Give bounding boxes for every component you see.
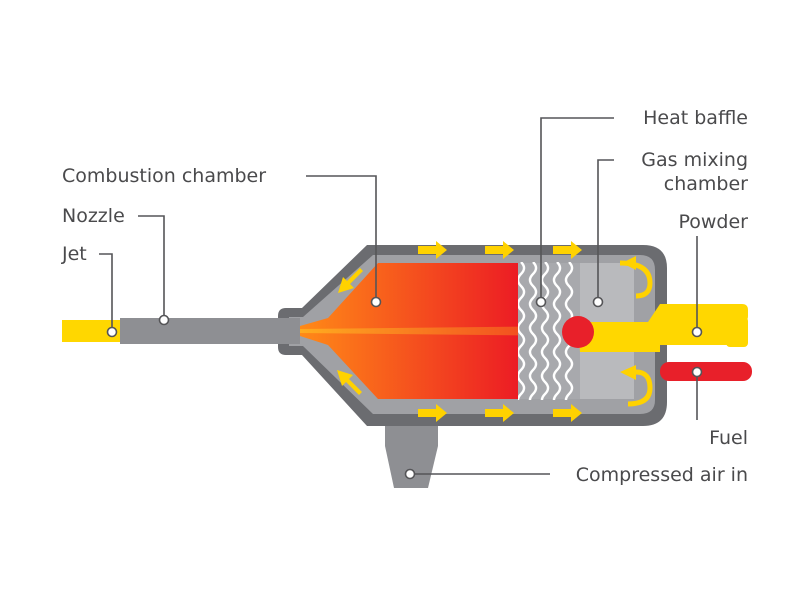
compressed-air-inlet (385, 425, 438, 488)
fuel-feed (660, 362, 752, 381)
flow-arrows-top (418, 241, 582, 259)
u-turn-arrow-bottom (620, 365, 653, 407)
label-gas-mixing-line1: Gas mixing (641, 149, 748, 171)
flow-arrows-bottom (418, 404, 582, 422)
label-combustion-chamber: Combustion chamber (62, 165, 266, 187)
label-jet: Jet (61, 243, 87, 265)
flow-arrow-diagonal-lower (337, 370, 362, 395)
flame-core (300, 326, 575, 336)
label-heat-baffle: Heat baffle (643, 107, 748, 129)
leaders (99, 117, 703, 480)
label-nozzle: Nozzle (62, 205, 125, 227)
flow-arrow-diagonal-upper (338, 268, 363, 293)
label-powder: Powder (678, 211, 748, 233)
powder-feed (578, 304, 748, 352)
label-gas-mixing-line2: chamber (664, 173, 748, 195)
nozzle (120, 318, 300, 344)
powder-feed-cap (726, 317, 748, 347)
label-compressed-air-in: Compressed air in (576, 464, 748, 486)
u-turn-arrow-top (619, 256, 653, 299)
mixing-ball (562, 316, 594, 348)
label-fuel: Fuel (709, 427, 748, 449)
